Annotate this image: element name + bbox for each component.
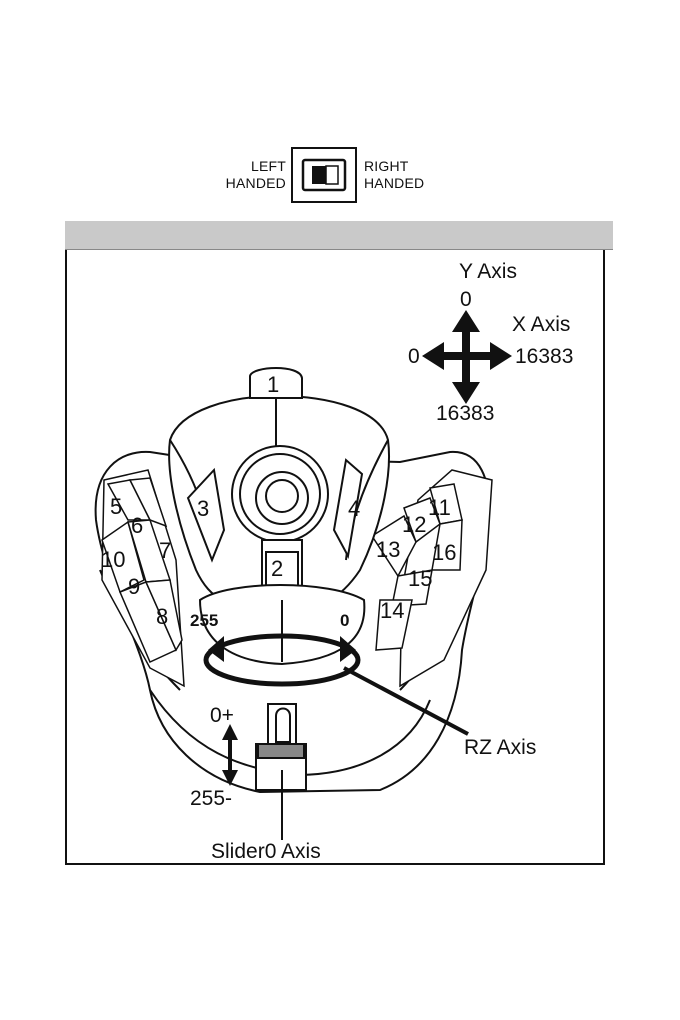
slider-bottom-value: 255-	[190, 787, 232, 810]
slider-top-value: 0+	[210, 704, 234, 727]
arrow-left-icon	[422, 342, 444, 370]
button-number-4: 4	[348, 496, 360, 521]
button-number-3: 3	[197, 496, 209, 521]
arrow-down-icon	[452, 382, 480, 404]
rz-axis-label: RZ Axis	[464, 736, 536, 759]
button-number-6: 6	[131, 513, 143, 538]
x-axis-title: X Axis	[512, 313, 570, 336]
x-axis-right-value: 16383	[515, 345, 573, 368]
arrow-right-icon	[490, 342, 512, 370]
button-number-1: 1	[267, 372, 279, 397]
button-number-8: 8	[156, 604, 168, 629]
xy-axis-indicator	[422, 310, 512, 404]
button-number-5: 5	[110, 494, 122, 519]
button-number-2: 2	[271, 556, 283, 581]
button-number-12: 12	[402, 512, 426, 537]
slider-axis-label: Slider0 Axis	[211, 840, 321, 863]
button-number-10: 10	[101, 547, 125, 572]
button-number-9: 9	[128, 574, 140, 599]
button-number-13: 13	[376, 537, 400, 562]
y-axis-title: Y Axis	[459, 260, 517, 283]
button-number-7: 7	[159, 538, 171, 563]
arrow-up-icon	[452, 310, 480, 332]
button-number-16: 16	[432, 540, 456, 565]
rz-right-value: 0	[340, 611, 349, 630]
button-number-15: 15	[408, 566, 432, 591]
button-number-14: 14	[380, 598, 404, 623]
y-axis-bottom-value: 16383	[436, 402, 494, 425]
x-axis-left-value: 0	[408, 345, 420, 368]
rz-left-value: 255	[190, 611, 218, 630]
button-number-11: 11	[428, 495, 451, 520]
y-axis-top-value: 0	[460, 288, 472, 311]
